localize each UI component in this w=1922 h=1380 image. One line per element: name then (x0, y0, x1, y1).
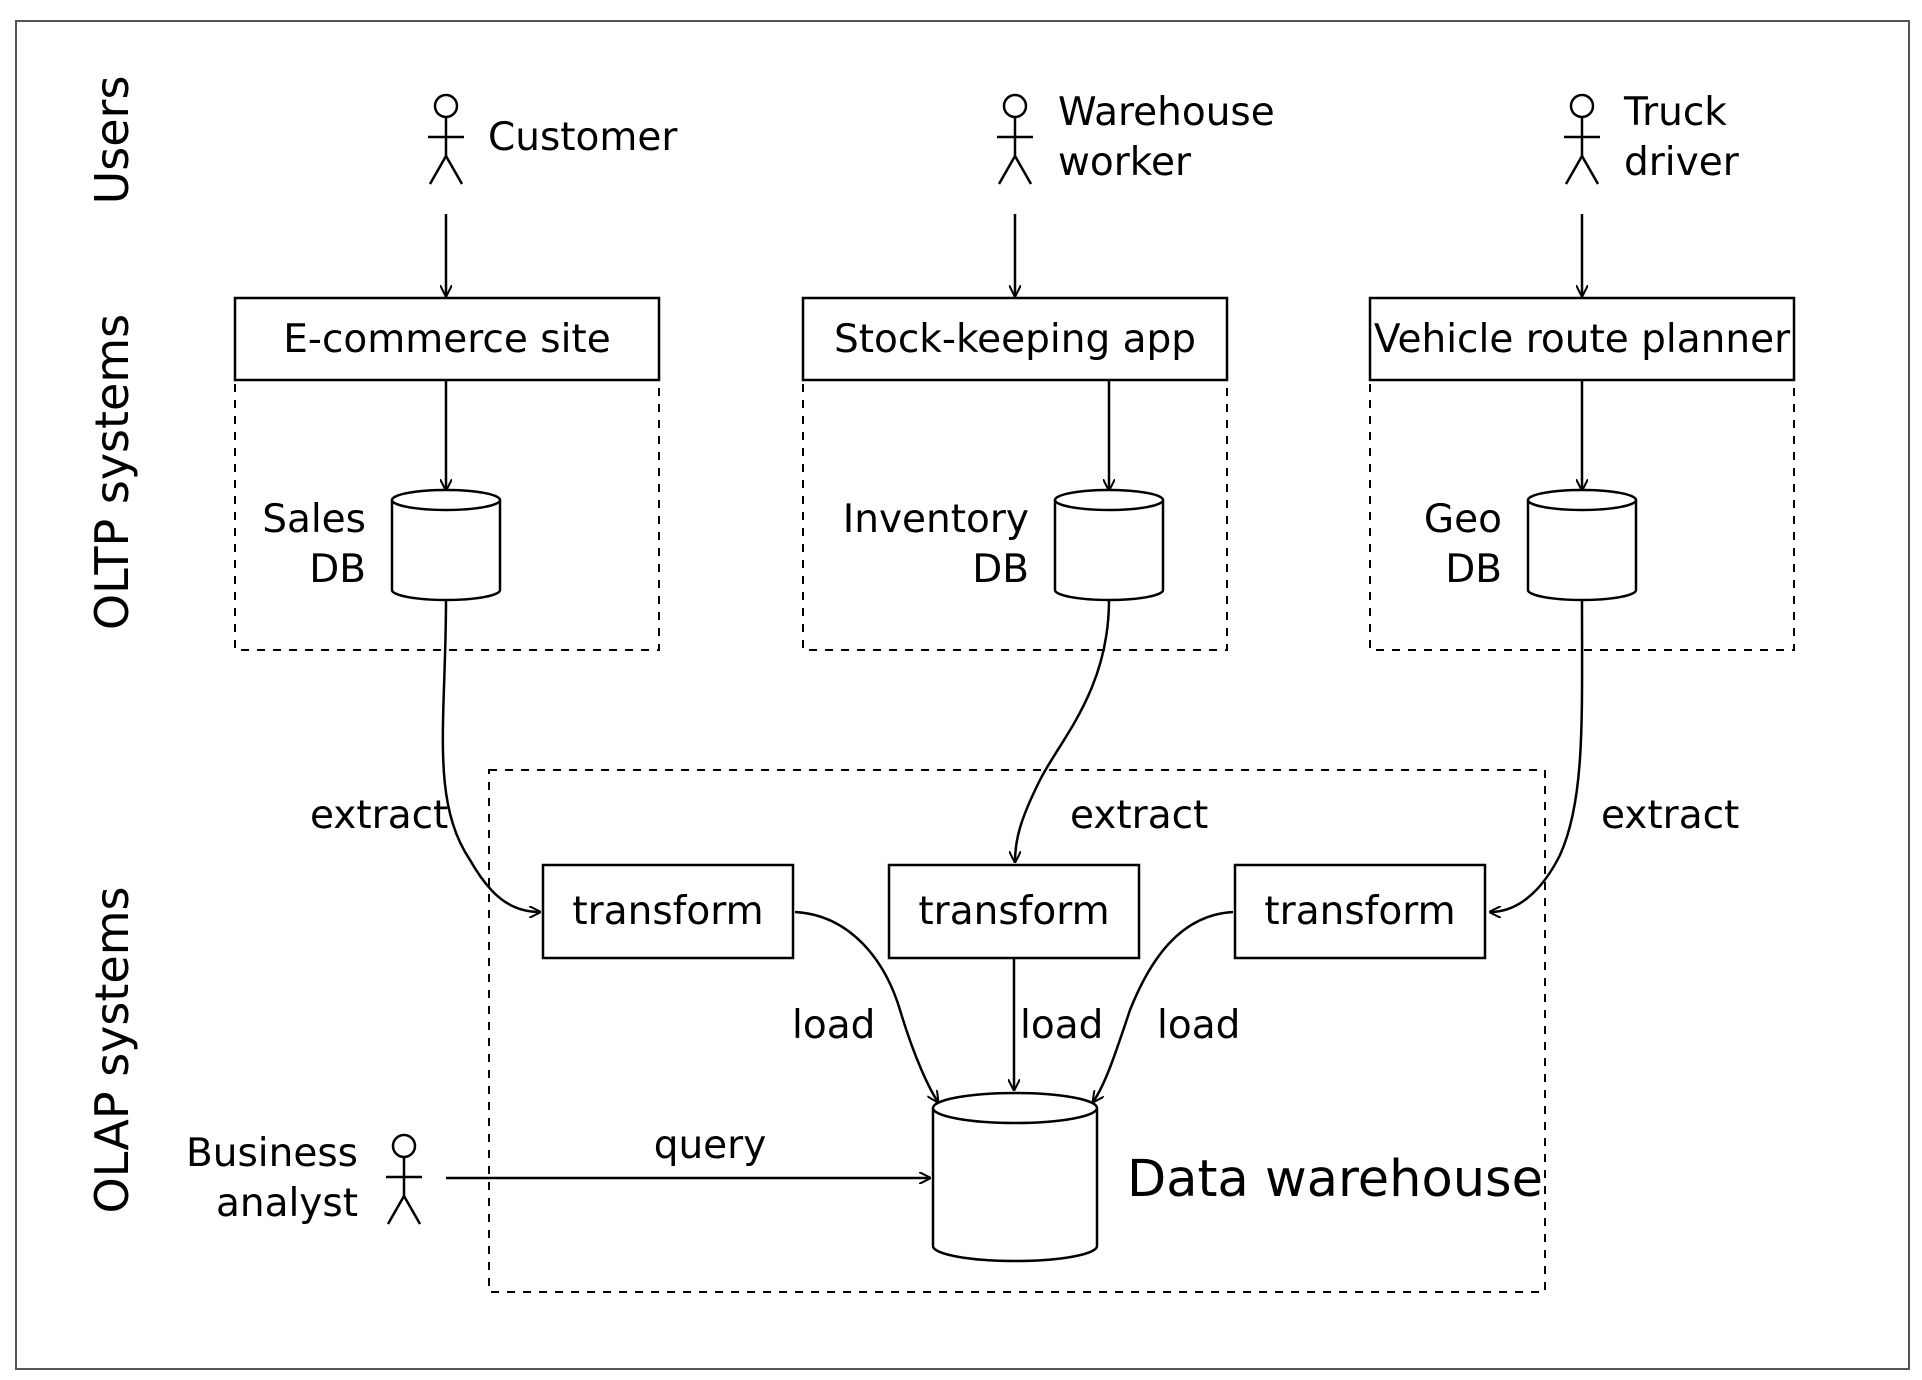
actor-warehouse-worker-label-line2: worker (1058, 140, 1192, 185)
geo-db-icon (1526, 488, 1638, 602)
actor-warehouse-worker-icon (997, 93, 1033, 185)
transform-label-sales: transform (572, 889, 763, 934)
actor-truck-driver-label-line1: Truck (1623, 90, 1727, 135)
label-load-sales: load (792, 1003, 875, 1048)
transform-box-sales (541, 863, 795, 960)
sales-db-label-line1: Sales (262, 497, 366, 542)
inventory-db-label-line2: DB (972, 547, 1029, 592)
geo-db-label-line2: DB (1445, 547, 1502, 592)
actor-business-analyst-label-line1: Business (186, 1131, 358, 1176)
actor-truck-driver-icon (1564, 93, 1600, 185)
label-query: query (654, 1123, 767, 1168)
actor-customer-icon (428, 93, 464, 185)
row-label-users: Users (85, 76, 139, 205)
app-ecommerce-label: E-commerce site (283, 317, 610, 362)
actor-truck-driver-label-line2: driver (1624, 140, 1740, 185)
diagram-frame (15, 20, 1910, 1370)
app-stock-keeping-label: Stock-keeping app (834, 317, 1196, 362)
arrow-extract-sales (441, 599, 540, 912)
actor-business-analyst-label-line2: analyst (216, 1181, 358, 1226)
inventory-db-icon (1053, 488, 1165, 602)
sales-db-label-line2: DB (309, 547, 366, 592)
sales-db-icon (390, 488, 502, 602)
arrow-extract-inventory (1015, 599, 1111, 862)
row-label-olap: OLAP systems (85, 887, 139, 1214)
label-load-geo: load (1157, 1003, 1240, 1048)
actor-customer-label: Customer (488, 115, 678, 160)
olap-group (488, 769, 1546, 1293)
app-stock-keeping-box (801, 296, 1229, 382)
arrow-extract-geo (1490, 599, 1584, 912)
arrow-load-geo (1093, 910, 1234, 1102)
label-extract-inventory: extract (1070, 793, 1208, 838)
inventory-db-label-line1: Inventory (843, 497, 1029, 542)
label-load-inventory: load (1020, 1003, 1103, 1048)
transform-label-inventory: transform (918, 889, 1109, 934)
label-extract-geo: extract (1601, 793, 1739, 838)
data-warehouse-label: Data warehouse (1127, 1150, 1543, 1209)
arrow-load-sales (794, 910, 938, 1102)
app-route-planner-box (1368, 296, 1796, 382)
actor-business-analyst-icon (386, 1133, 422, 1225)
transform-box-inventory (887, 863, 1141, 960)
label-extract-sales: extract (310, 793, 448, 838)
data-warehouse-db-icon (931, 1091, 1099, 1263)
actor-warehouse-worker-label-line1: Warehouse (1058, 90, 1275, 135)
row-label-oltp: OLTP systems (85, 314, 139, 630)
transform-box-geo (1233, 863, 1487, 960)
geo-db-label-line1: Geo (1424, 497, 1502, 542)
transform-label-geo: transform (1264, 889, 1455, 934)
app-route-planner-label: Vehicle route planner (1374, 317, 1791, 362)
